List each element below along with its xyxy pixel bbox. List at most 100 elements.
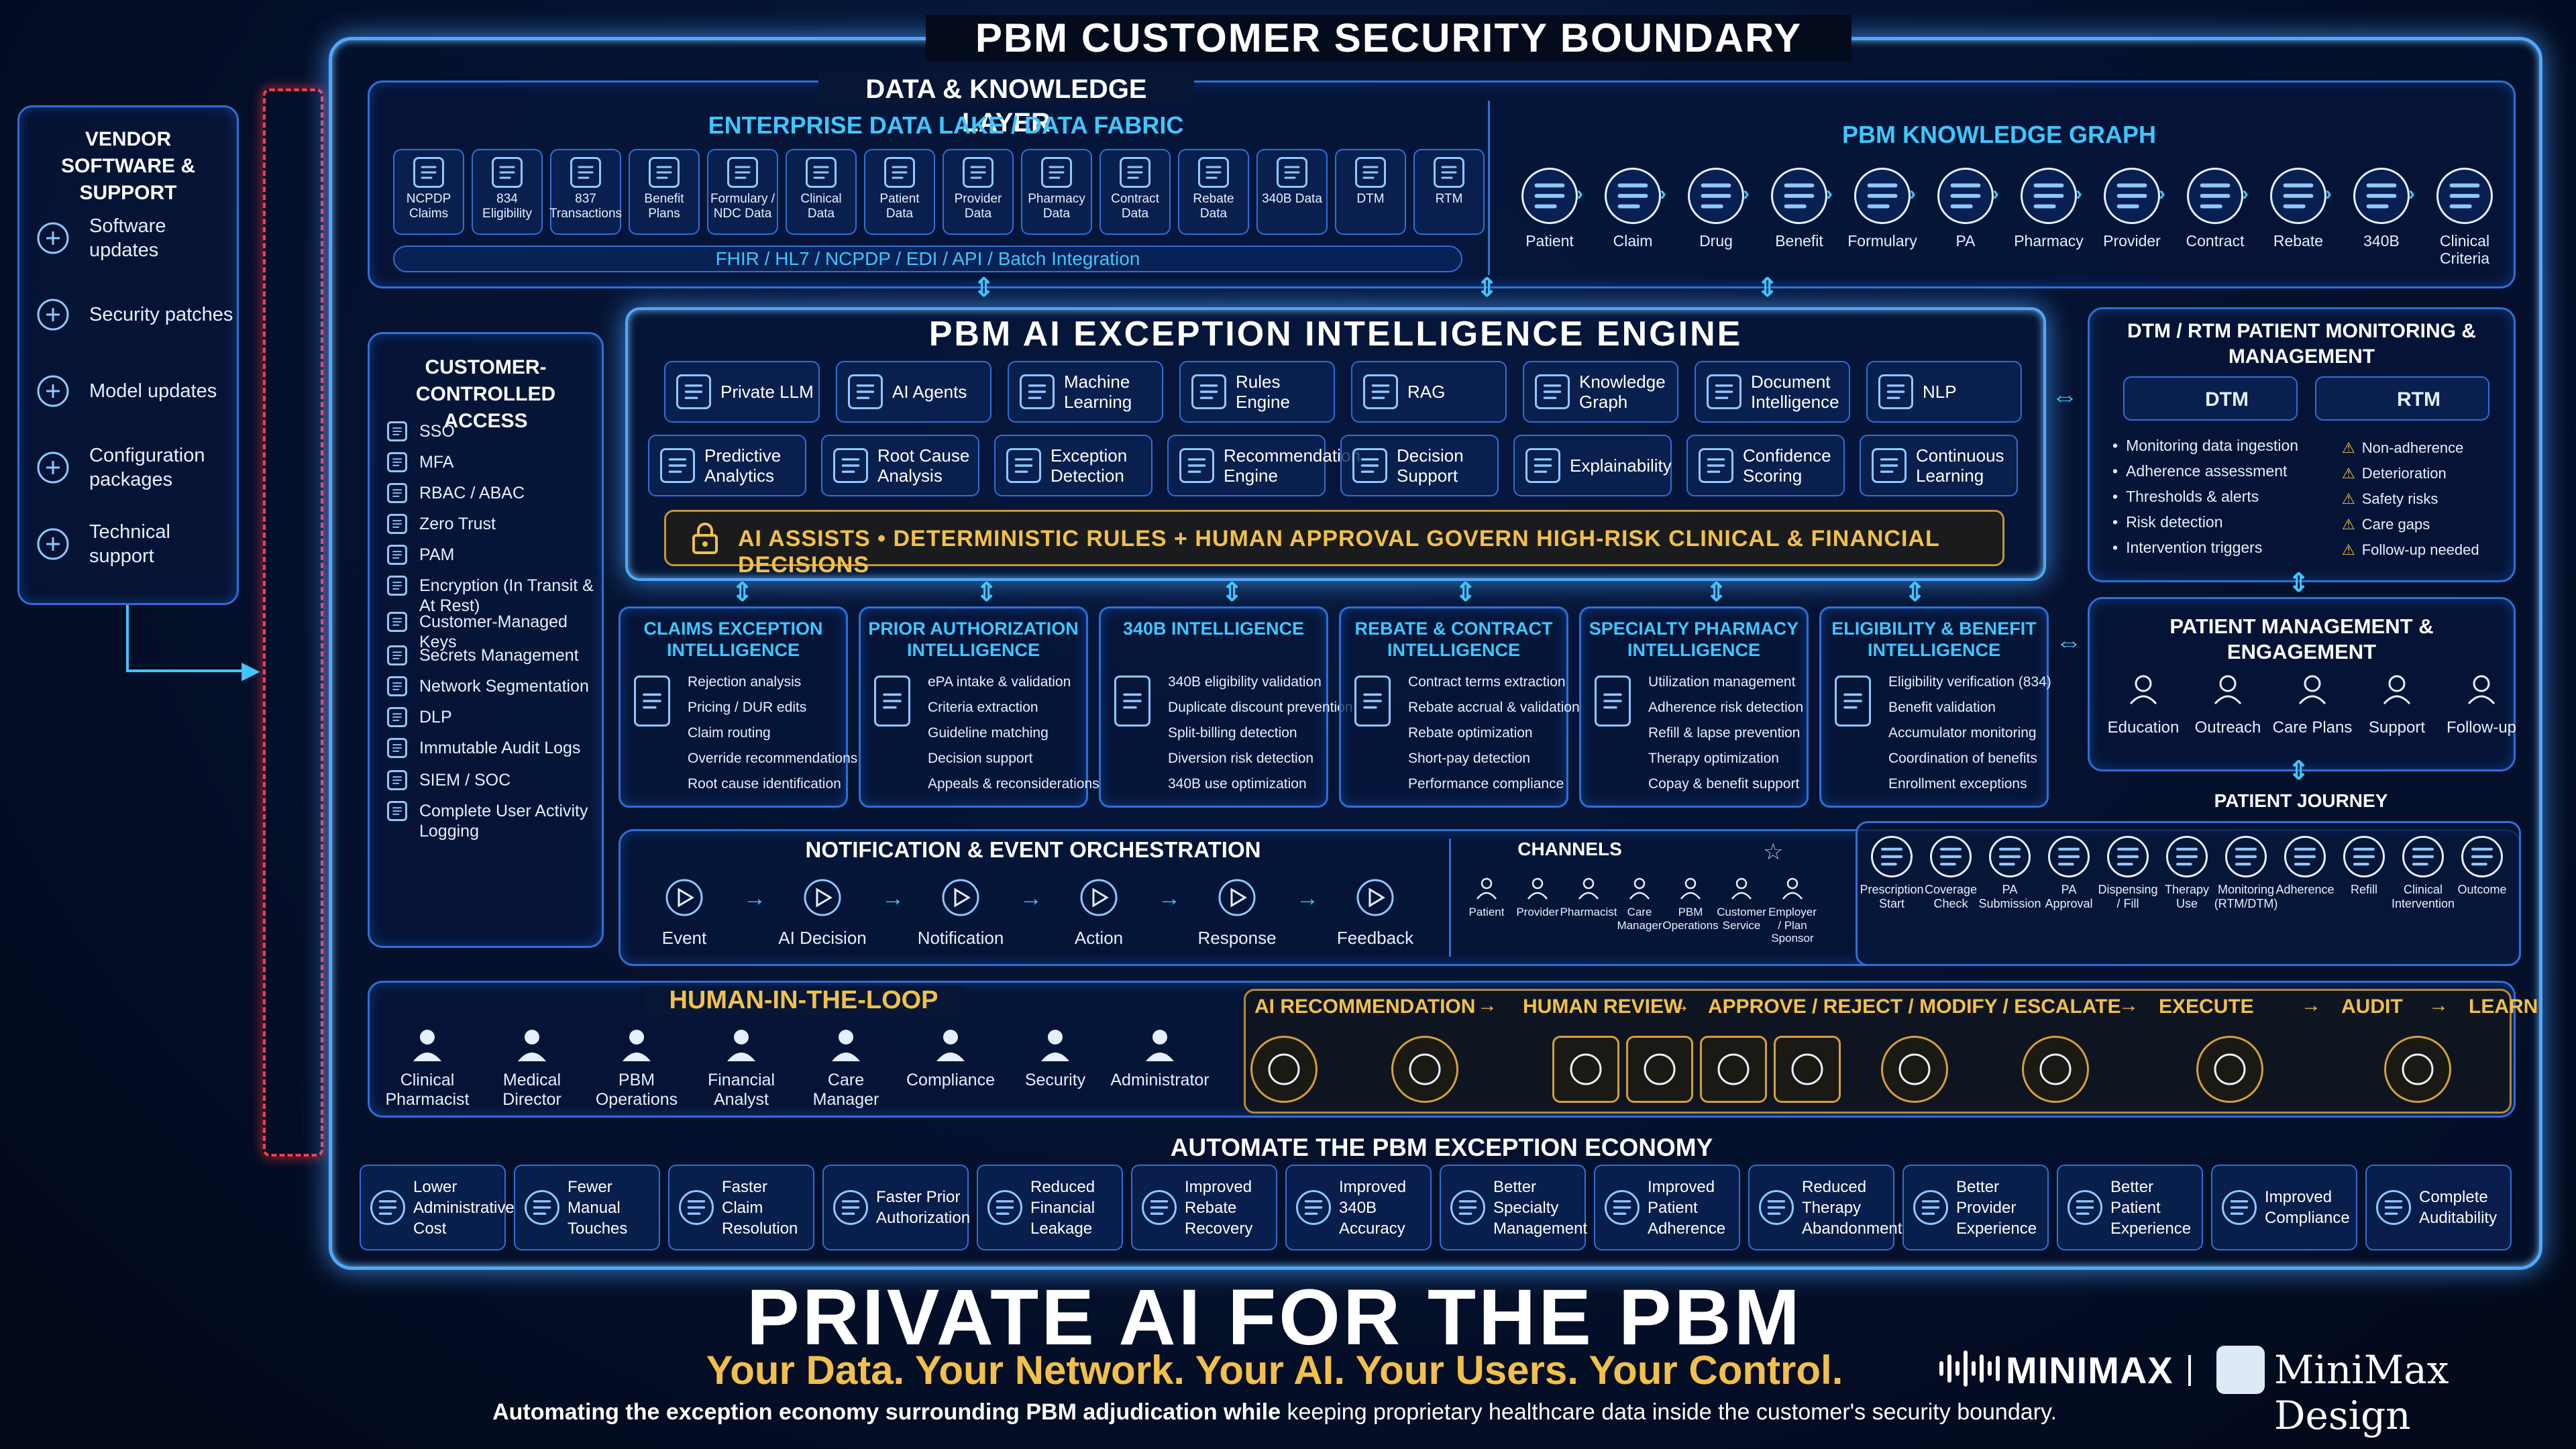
engine-capability-machine-learning[interactable]: Machine Learning [1008, 361, 1163, 423]
journey-step-pa-submission[interactable]: PA Submission [1978, 836, 2041, 910]
hitl-role-compliance[interactable]: Compliance [900, 1024, 1001, 1090]
lake-item-patient-data[interactable]: Patient Data [864, 149, 935, 235]
module-item: Claim routing [688, 725, 771, 741]
person-icon [1575, 875, 1602, 902]
journey-step-coverage-check[interactable]: Coverage Check [1920, 836, 1982, 910]
hitl-role-administrator[interactable]: Administrator [1110, 1024, 1210, 1090]
hitl-role-medical-director[interactable]: Medical Director [482, 1024, 582, 1110]
channel-pharmacist[interactable]: Pharmacist [1560, 875, 1617, 919]
module-pm-arrow-icon: ⇔ [2055, 628, 2082, 657]
engine-capability-confidence-scoring[interactable]: Confidence Scoring [1686, 435, 1845, 496]
channel-employer-plan-sponsor[interactable]: Employer / Plan Sponsor [1766, 875, 1819, 945]
lake-item-clinical-data[interactable]: Clinical Data [786, 149, 857, 235]
kg-node-formulary[interactable]: Formulary [1846, 168, 1919, 250]
journey-step-refill[interactable]: Refill [2333, 836, 2395, 897]
engine-capability-rules-engine[interactable]: Rules Engine [1179, 361, 1335, 423]
lake-item-dtm[interactable]: DTM [1335, 149, 1406, 235]
pm-item-care-plans[interactable]: Care Plans [2272, 669, 2353, 737]
channel-care-manager[interactable]: Care Manager [1613, 875, 1666, 932]
journey-icon [2166, 836, 2208, 877]
kg-node-patient[interactable]: Patient [1513, 168, 1586, 250]
star-icon[interactable]: ☆ [1763, 839, 1784, 865]
dtm-alert-label: Non-adherence [2361, 439, 2464, 456]
journey-step-therapy-use[interactable]: Therapy Use [2156, 836, 2218, 910]
lake-item-ncpdp-claims[interactable]: NCPDP Claims [393, 149, 464, 235]
rtm-tab[interactable]: RTM [2315, 376, 2489, 421]
kg-node-pharmacy[interactable]: Pharmacy [2012, 168, 2085, 250]
module-item: Contract terms extraction [1408, 674, 1566, 690]
kg-node-clinical-criteria[interactable]: Clinical Criteria [2428, 168, 2501, 268]
lake-item-formulary-ndc-data[interactable]: Formulary / NDC Data [707, 149, 778, 235]
kg-node-provider[interactable]: Provider [2096, 168, 2168, 250]
kg-node-rebate[interactable]: Rebate [2262, 168, 2334, 250]
journey-step-adherence[interactable]: Adherence [2274, 836, 2336, 897]
lake-item-rebate-data[interactable]: Rebate Data [1178, 149, 1249, 235]
channel-customer-service[interactable]: Customer Service [1715, 875, 1768, 932]
lake-item-rtm[interactable]: RTM [1413, 149, 1485, 235]
lake-item-benefit-plans[interactable]: Benefit Plans [629, 149, 700, 235]
journey-step-prescription-start[interactable]: Prescription Start [1860, 836, 1924, 910]
engine-capability-exception-detection[interactable]: Exception Detection [994, 435, 1152, 496]
hitl-role-financial-analyst[interactable]: Financial Analyst [691, 1024, 792, 1110]
role-icon [511, 1024, 553, 1065]
hitl-role-clinical-pharmacist[interactable]: Clinical Pharmacist [377, 1024, 478, 1110]
pm-item-support[interactable]: Support [2357, 669, 2437, 737]
engine-capability-decision-support[interactable]: Decision Support [1340, 435, 1499, 496]
channel-pbm-operations[interactable]: PBM Operations [1662, 875, 1719, 932]
engine-capability-document-intelligence[interactable]: Document Intelligence [1695, 361, 1850, 423]
kg-node-drug[interactable]: Drug [1680, 168, 1752, 250]
engine-capability-recommendation-engine[interactable]: Recommendation Engine [1167, 435, 1360, 496]
channel-provider[interactable]: Provider [1511, 875, 1564, 919]
journey-step-dispensing-fill[interactable]: Dispensing / Fill [2097, 836, 2159, 910]
hitl-role-pbm-operations[interactable]: PBM Operations [586, 1024, 687, 1110]
journey-step-pa-approval[interactable]: PA Approval [2038, 836, 2100, 910]
benefit-improved-rebate-recovery: Improved Rebate Recovery [1131, 1165, 1277, 1250]
reject-icon [1626, 1036, 1693, 1103]
engine-capability-predictive-analytics[interactable]: Predictive Analytics [648, 435, 806, 496]
benefit-label: Improved Compliance [2265, 1188, 2350, 1227]
kg-node-contract[interactable]: Contract [2179, 168, 2251, 250]
lake-item-834-eligibility[interactable]: 834 Eligibility [472, 149, 543, 235]
kg-node-340b[interactable]: 340B [2345, 168, 2418, 250]
kg-node-pa[interactable]: PA [1929, 168, 2002, 250]
lake-item-pharmacy-data[interactable]: Pharmacy Data [1021, 149, 1092, 235]
engine-capability-knowledge-graph[interactable]: Knowledge Graph [1523, 361, 1678, 423]
dtm-tab[interactable]: DTM [2123, 376, 2298, 421]
engine-capability-private-llm[interactable]: Private LLM [664, 361, 820, 423]
pm-item-education[interactable]: Education [2103, 669, 2184, 737]
engine-capability-root-cause-analysis[interactable]: Root Cause Analysis [821, 435, 979, 496]
engine-capability-explainability[interactable]: Explainability [1513, 435, 1672, 496]
notif-step-notification: Notification [907, 873, 1014, 949]
engine-capability-continuous-learning[interactable]: Continuous Learning [1860, 435, 2018, 496]
engine-capability-rag[interactable]: RAG [1351, 361, 1507, 423]
kg-node-claim[interactable]: Claim [1597, 168, 1669, 250]
lake-item-provider-data[interactable]: Provider Data [943, 149, 1014, 235]
benefit-label: Faster Prior Authorization [876, 1188, 971, 1227]
benefit-faster-prior-authorization: Faster Prior Authorization [822, 1165, 971, 1250]
journey-step-clinical-intervention[interactable]: Clinical Intervention [2392, 836, 2455, 910]
journey-step-monitoring-rtm-dtm[interactable]: Monitoring (RTM/DTM) [2214, 836, 2277, 910]
hitl-role-security[interactable]: Security [1005, 1024, 1106, 1090]
journey-icon [2402, 836, 2444, 877]
channel-patient[interactable]: Patient [1460, 875, 1513, 919]
journey-step-label: PA Approval [2045, 883, 2093, 910]
engine-capability-nlp[interactable]: NLP [1866, 361, 2022, 423]
lake-item-contract-data[interactable]: Contract Data [1099, 149, 1171, 235]
journey-step-outcome[interactable]: Outcome [2451, 836, 2513, 897]
engine-capability-ai-agents[interactable]: AI Agents [836, 361, 991, 423]
rtm-tab-label: RTM [2397, 388, 2440, 411]
pm-item-outreach[interactable]: Outreach [2188, 669, 2268, 737]
hitl-role-care-manager[interactable]: Care Manager [796, 1024, 896, 1110]
engine-capability-label: Rules Engine [1236, 372, 1290, 412]
pm-item-follow-up[interactable]: Follow-up [2441, 669, 2522, 737]
engine-capability-label: Private LLM [720, 382, 814, 402]
lake-item-340b-data[interactable]: 340B Data [1256, 149, 1328, 235]
lake-item-837-transactions[interactable]: 837 Transactions [549, 149, 622, 235]
kg-node-benefit[interactable]: Benefit [1763, 168, 1835, 250]
